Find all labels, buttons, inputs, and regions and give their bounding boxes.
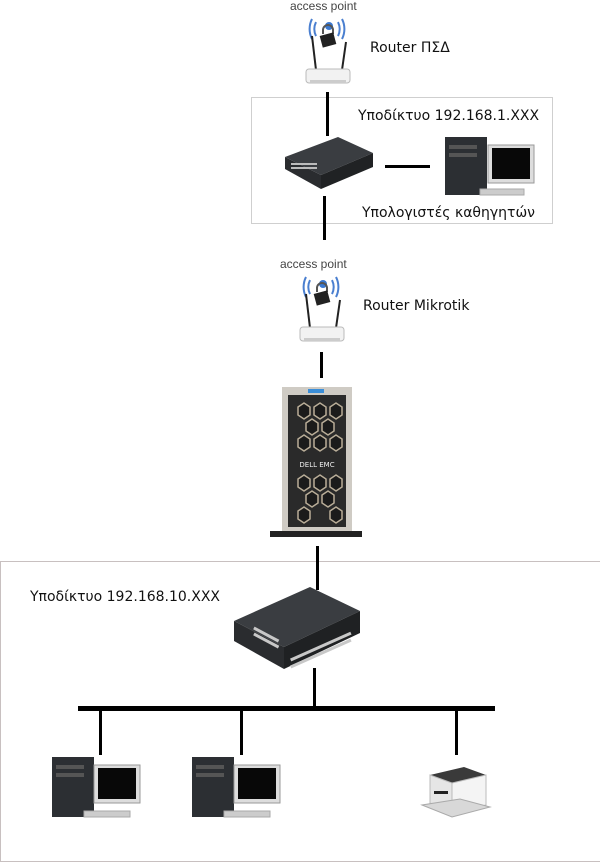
desktop-computer-icon bbox=[445, 137, 535, 196]
subnet-lab-title: Υποδίκτυο 192.168.10.XXX bbox=[30, 589, 221, 605]
tower-server-icon: DELL EMC bbox=[270, 387, 362, 537]
router-psd-label: Router ΠΣΔ bbox=[370, 40, 450, 56]
wire-switch1-pc bbox=[385, 165, 430, 168]
router-icon bbox=[299, 276, 345, 342]
wire-bus-pc1 bbox=[99, 710, 102, 755]
router-mikrotik-label: Router Mikrotik bbox=[363, 298, 470, 314]
subnet-teachers-title: Υποδίκτυο 192.168.1.XXX bbox=[358, 108, 540, 124]
wire-mikrotik-server bbox=[320, 352, 323, 378]
wire-server-switch2 bbox=[316, 546, 319, 590]
access-point-label: access point bbox=[290, 0, 357, 13]
wire-bus-printer bbox=[455, 710, 458, 755]
access-point-label: access point bbox=[280, 257, 347, 271]
wire-router-switch1 bbox=[326, 92, 329, 136]
printer-icon bbox=[420, 767, 492, 818]
router-icon bbox=[305, 18, 351, 84]
dell-emc-logo: DELL EMC bbox=[299, 461, 334, 469]
network-switch-icon bbox=[285, 137, 373, 189]
wire-switch2-bus bbox=[313, 668, 316, 708]
wire-bus-pc2 bbox=[240, 710, 243, 755]
desktop-computer-icon bbox=[52, 757, 141, 818]
wire-switch1-mikrotik bbox=[323, 196, 326, 240]
subnet-teachers-box bbox=[251, 97, 553, 224]
network-bus bbox=[78, 706, 495, 711]
network-switch-icon bbox=[234, 587, 360, 669]
desktop-computer-icon bbox=[192, 757, 281, 818]
teachers-computers-caption: Υπολογιστές καθηγητών bbox=[362, 205, 536, 221]
